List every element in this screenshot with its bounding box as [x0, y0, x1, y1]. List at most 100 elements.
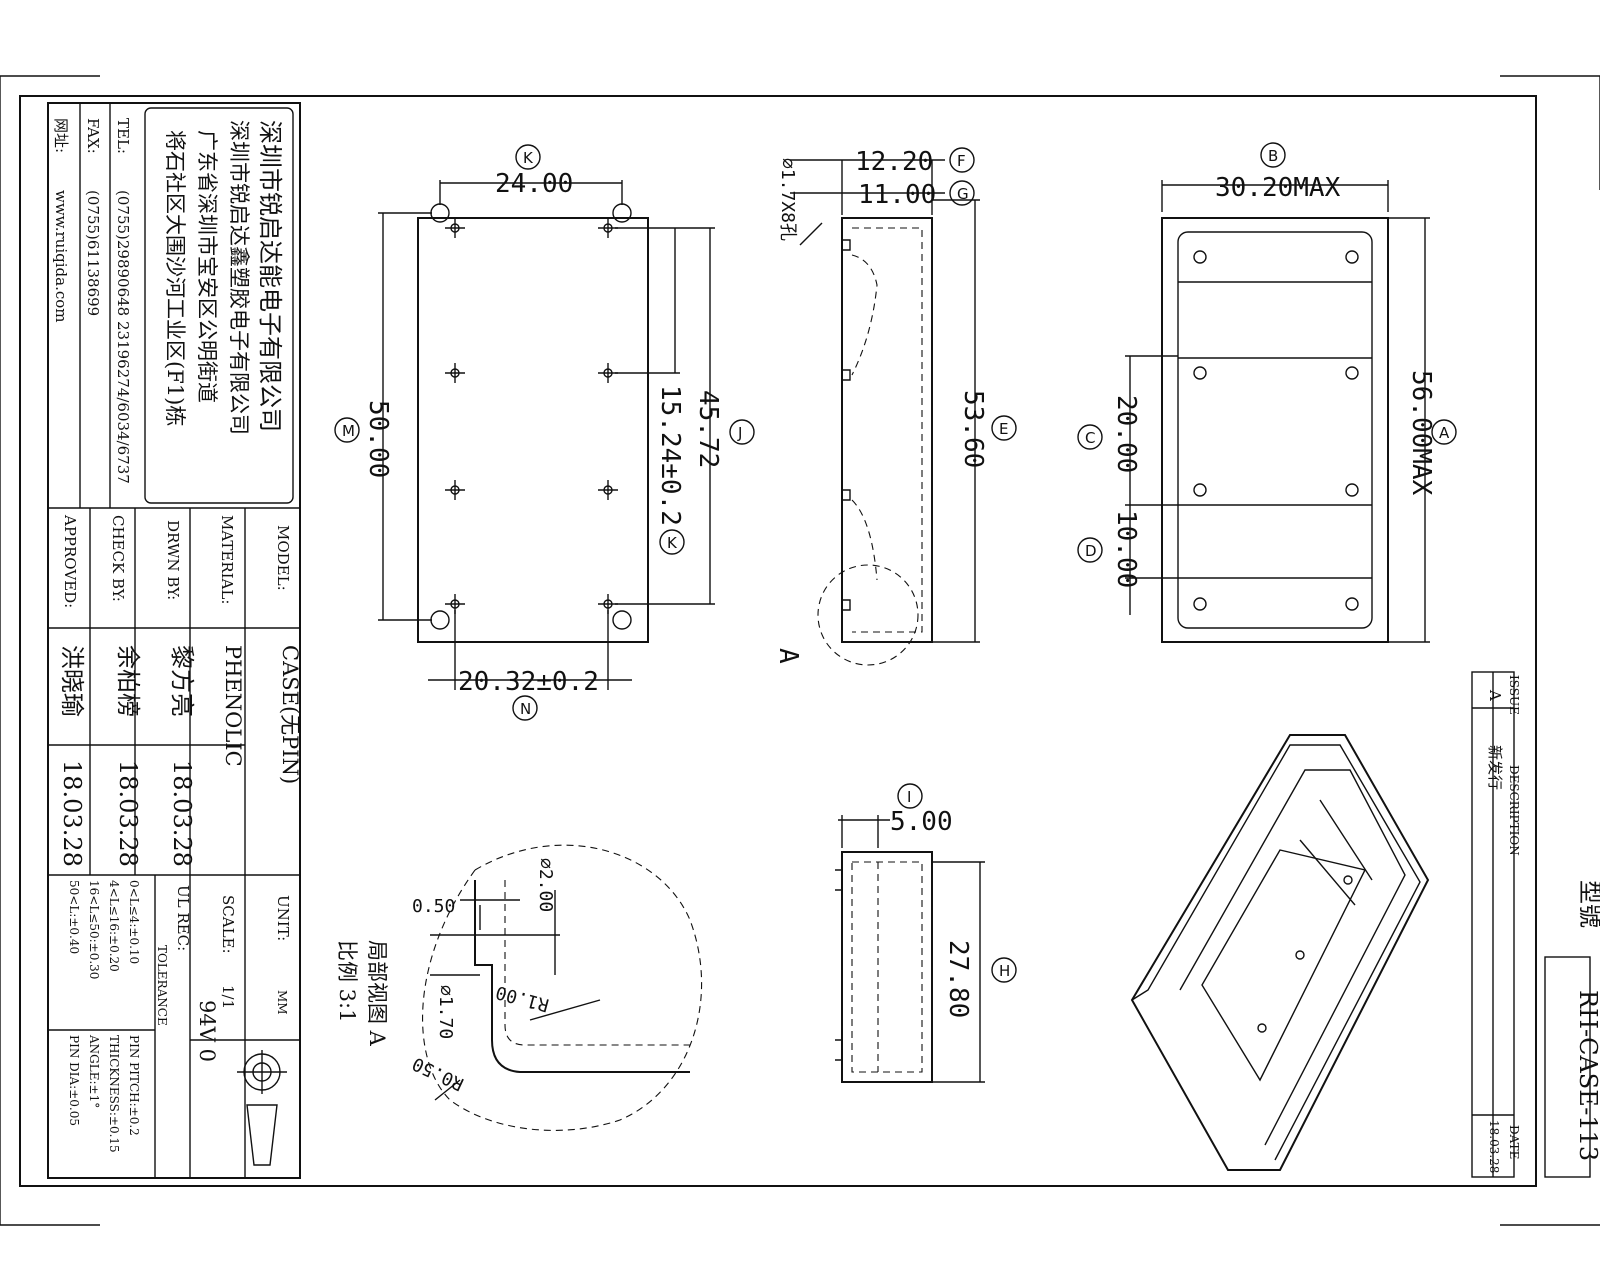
dim-M: 50.00 [363, 400, 393, 478]
drwn-date: 18.03.28 [168, 760, 196, 867]
date-value: 18.03.28 [1487, 1120, 1501, 1173]
dim-d1: 0.50 [412, 896, 455, 917]
isometric-view [1130, 734, 1430, 1171]
pin-hole-grid [445, 218, 618, 614]
approved-label: APPROVED: [61, 514, 79, 608]
tol-row-4: 50<L:±0.40 [67, 880, 81, 954]
tel-value: (0755)29890648 23196274/6034/6737 [114, 190, 132, 484]
bubble-H: H [991, 957, 1017, 983]
approved-date: 18.03.28 [58, 760, 86, 867]
model-value: CASE(无PIN) [278, 645, 302, 784]
tol-row-2: 4<L≤16:±0.20 [107, 880, 121, 972]
unit-value: MM [275, 990, 289, 1015]
svg-text:K: K [523, 149, 534, 167]
bubble-I: I [897, 783, 923, 809]
date-label: DATE [1507, 1125, 1521, 1159]
material-value: PHENOLIC [221, 645, 245, 767]
dim-E: 53.60 [958, 390, 988, 468]
dim-L: 24.00 [495, 169, 573, 199]
detail-ref-letter: A [773, 648, 803, 664]
top-view [1125, 180, 1430, 643]
projection-symbol [237, 1050, 287, 1166]
dim-C: 20.00 [1111, 395, 1141, 473]
bubble-M: M [334, 417, 360, 443]
title-block [47, 102, 301, 1179]
dim-d3: ⌀1.70 [435, 985, 456, 1039]
svg-text:N: N [520, 700, 531, 718]
dim-H: 27.80 [943, 940, 973, 1018]
address-line-2: 将石社区大围沙河工业区(F1)栋 [163, 130, 187, 426]
mount-hole [430, 203, 450, 223]
web-label: 网址: [52, 118, 70, 153]
svg-text:B: B [1268, 147, 1278, 165]
tol-row-5: PIN PITCH:±0.2 [127, 1035, 141, 1136]
tol-row-3: 16<L≤50:±0.30 [87, 880, 101, 979]
fax-label: FAX: [84, 118, 102, 154]
detail-scale: 比例 3:1 [335, 940, 359, 1022]
bubble-G: G [949, 180, 975, 206]
mount-hole [430, 610, 450, 630]
svg-text:M: M [342, 422, 355, 440]
svg-text:C: C [1085, 429, 1095, 447]
description-value: 新发行 [1486, 745, 1504, 790]
svg-text:E: E [999, 420, 1008, 438]
bubble-D: D [1077, 537, 1103, 563]
dim-J: 45.72 [693, 390, 723, 468]
bubble-B: B [1260, 142, 1286, 168]
bubble-J: J [729, 419, 755, 445]
check-label: CHECK BY: [109, 515, 127, 602]
tol-row-7: ANGLE:±1° [87, 1034, 101, 1108]
company-name: 深圳市锐启达能电子有限公司 [256, 120, 284, 432]
tel-label: TEL: [114, 118, 132, 154]
detail-view-A [422, 844, 703, 1131]
bubble-E: E [991, 415, 1017, 441]
issue-label: ISSUE [1507, 675, 1521, 715]
front-view [378, 180, 715, 690]
fax-value: (0755)61138699 [84, 190, 102, 316]
ul-value: 94V 0 [195, 1000, 219, 1062]
bubble-K: K [659, 529, 685, 555]
dim-N: 20.32±0.2 [458, 667, 599, 697]
dim-D: 10.00 [1111, 510, 1141, 588]
svg-text:F: F [957, 152, 966, 170]
material-label: MATERIAL: [218, 515, 236, 604]
scale-label: SCALE: [219, 895, 237, 954]
check-name: 余柏榜 [114, 645, 142, 717]
model-label: MODEL: [274, 525, 292, 591]
svg-text:A: A [1439, 424, 1450, 442]
ul-label: UL REC: [174, 885, 192, 951]
bubble-F: F [949, 147, 975, 173]
dim-A: 56.00MAX [1406, 370, 1436, 496]
dim-r1: R1.00 [494, 981, 552, 1015]
drwn-name: 黎方亮 [168, 645, 196, 717]
dim-B: 30.20MAX [1215, 173, 1341, 203]
tol-row-8: PIN DIA:±0.05 [67, 1035, 81, 1126]
address-line-1: 广东省深圳市宝安区公明街道 [195, 130, 219, 403]
svg-text:I: I [907, 788, 911, 806]
mount-hole [612, 610, 632, 630]
detail-circle-A [817, 564, 919, 666]
dim-K: 15.24±0.2 [655, 385, 685, 526]
dim-r2: R0.50 [409, 1053, 467, 1095]
factory-name: 深圳市锐启达鑫塑胶电子有限公司 [227, 120, 251, 435]
description-label: DESCRIPTION [1507, 765, 1521, 856]
drawing-border [19, 95, 1537, 1187]
issue-value: A [1486, 689, 1504, 701]
detail-title: 局部视图 A [365, 940, 389, 1047]
dim-d2: ⌀2.00 [535, 858, 556, 912]
tol-row-1: 0<L≤4:±0.10 [127, 880, 141, 964]
approved-name: 洪晓瑜 [58, 645, 86, 717]
sheet-corner-marks [0, 75, 1600, 1226]
svg-text:H: H [999, 962, 1010, 980]
tolerance-label: TOLERANCE [155, 945, 169, 1026]
scale-value: 1/1 [219, 985, 237, 1009]
unit-label: UNIT: [274, 895, 292, 941]
dim-G: 11.00 [858, 180, 936, 210]
check-date: 18.03.28 [114, 760, 142, 867]
part-type-label: 型號 [1576, 880, 1600, 928]
svg-text:D: D [1085, 542, 1097, 560]
pin-circle-row [1193, 250, 1359, 611]
end-view [835, 815, 985, 1083]
hole-callout: ⌀1.7X8孔 [777, 158, 798, 241]
